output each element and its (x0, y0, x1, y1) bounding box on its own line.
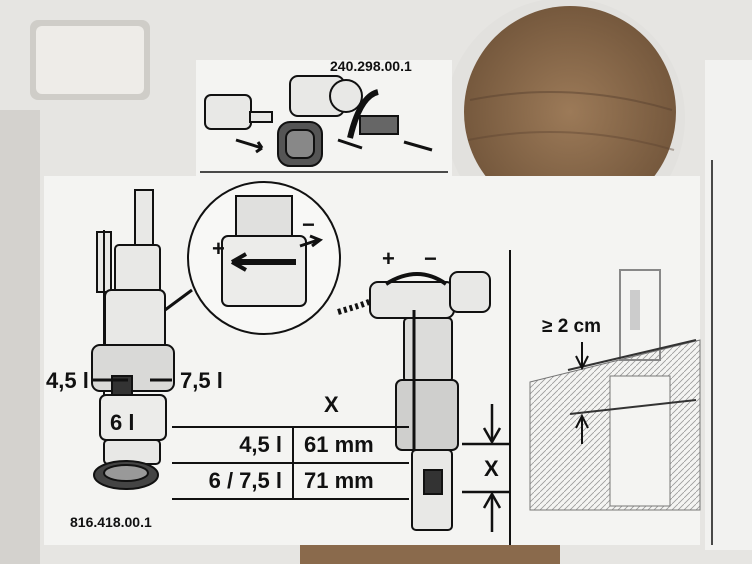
table-cell-volume: 4,5 l (172, 426, 294, 464)
part-number-bottom: 816.418.00.1 (70, 514, 152, 530)
table-cell-volume: 6 / 7,5 l (172, 463, 294, 500)
valve-illustration-top (204, 75, 433, 167)
fill-valve-left (91, 189, 175, 490)
table-row: 4,5 l 61 mm (172, 426, 409, 464)
table-x-header: X (324, 392, 339, 417)
zoom-plus-sign: + (212, 236, 225, 261)
wood-strip-bottom (300, 545, 560, 564)
part-number-top: 240.298.00.1 (330, 58, 412, 74)
frame-round-hole (464, 6, 676, 218)
valve-minus-sign: − (424, 246, 437, 271)
volume-high-label: 7,5 l (180, 368, 223, 393)
label-right-panel (705, 60, 752, 550)
fill-valve-right (337, 271, 491, 531)
x-dimension-label: X (484, 456, 499, 481)
zoom-detail (164, 181, 341, 335)
table-cell-x: 61 mm (293, 426, 409, 464)
zoom-minus-sign: − (302, 212, 315, 237)
volume-low-label: 4,5 l (46, 368, 89, 393)
x-dimension-table: 4,5 l 61 mm 6 / 7,5 l 71 mm (172, 426, 409, 500)
valve-plus-sign: + (382, 246, 395, 271)
cistern-section (529, 269, 701, 511)
x-dimension (462, 404, 510, 532)
table-row: 6 / 7,5 l 71 mm (172, 463, 409, 500)
clearance-label: ≥ 2 cm (542, 316, 602, 337)
table-cell-x: 71 mm (293, 463, 409, 500)
volume-current-label: 6 l (110, 410, 135, 435)
